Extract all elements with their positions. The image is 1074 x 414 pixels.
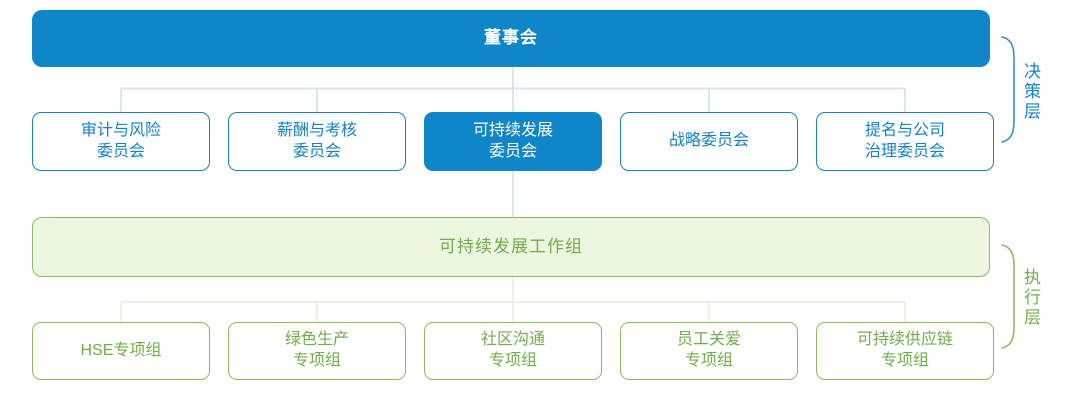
node-committee-nomination-governance: 提名与公司 治理委员会 (816, 112, 994, 171)
node-taskgroup-community-communication: 社区沟通 专项组 (424, 322, 602, 380)
execution-layer-label: 执行层 (1021, 268, 1040, 328)
decision-layer-label: 决策层 (1021, 62, 1040, 122)
node-taskgroup-sustainable-supply-chain: 可持续供应链 专项组 (816, 322, 994, 380)
node-committee-audit-risk: 审计与风险 委员会 (32, 112, 210, 171)
node-board: 董事会 (32, 10, 990, 67)
node-sustainable-development-working-group: 可持续发展工作组 (32, 217, 990, 277)
node-committee-compensation-appraisal: 薪酬与考核 委员会 (228, 112, 406, 171)
node-taskgroup-hse: HSE专项组 (32, 322, 210, 380)
board-to-committees-lines (120, 67, 906, 217)
execution-layer-bracket (1001, 244, 1015, 349)
workgroup-to-taskgroups-lines (120, 277, 906, 322)
node-committee-strategy: 战略委员会 (620, 112, 798, 171)
node-taskgroup-employee-care: 员工关爱 专项组 (620, 322, 798, 380)
decision-layer-bracket (1001, 36, 1015, 143)
node-taskgroup-green-production: 绿色生产 专项组 (228, 322, 406, 380)
node-committee-sustainable-development: 可持续发展 委员会 (424, 112, 602, 171)
